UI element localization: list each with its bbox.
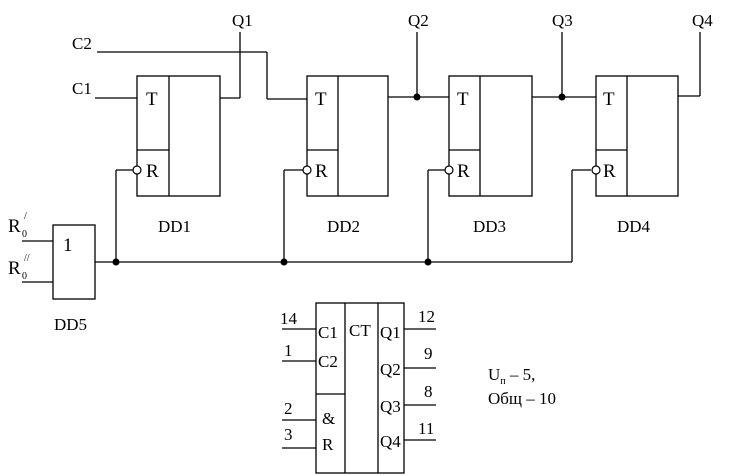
pin-number-12: 12 (418, 307, 435, 326)
junction-reset-2 (280, 258, 288, 266)
label-r0-dprime-sub: 0 (22, 271, 27, 282)
flipflop-dd2: T R (302, 75, 389, 197)
input-r: R (322, 435, 334, 454)
output-q3: Q3 (380, 397, 401, 416)
inverting-bubble (444, 165, 454, 175)
label-c1: C1 (72, 79, 92, 98)
output-q2: Q2 (380, 360, 401, 379)
pin-t: T (315, 89, 327, 110)
label-dd4: DD4 (617, 217, 651, 236)
label-dd1: DD1 (158, 217, 191, 236)
pin-number-8: 8 (424, 382, 433, 401)
junction-q2 (413, 93, 421, 101)
label-r0-dprime: R (8, 258, 21, 279)
input-c2: C2 (318, 352, 338, 371)
label-r0-prime-sub: 0 (22, 229, 27, 240)
label-dd3: DD3 (473, 217, 506, 236)
label-dd2: DD2 (327, 217, 360, 236)
pin-number-1: 1 (284, 341, 293, 360)
label-c2: C2 (72, 34, 92, 53)
output-q1: Q1 (380, 323, 401, 342)
junction-reset-1 (112, 258, 120, 266)
inverting-bubble (132, 165, 142, 175)
gate-dd5: 1 (52, 224, 96, 300)
flipflop-dd4: T R (591, 75, 679, 197)
pin-number-3: 3 (284, 425, 293, 444)
power-note-line2: Общ – 10 (488, 389, 556, 408)
counter-ic: CT 14 1 2 3 C1 C2 & R Q1 Q2 Q3 Q4 12 9 8… (280, 302, 436, 474)
pin-r: R (603, 161, 616, 182)
inverting-bubble (302, 165, 312, 175)
input-c1: C1 (318, 323, 338, 342)
label-q4: Q4 (692, 11, 713, 30)
power-note-line1: Uп – 5, (488, 365, 535, 387)
label-r0-prime-mark: / (24, 211, 27, 222)
label-q1: Q1 (232, 11, 253, 30)
inverting-bubble (591, 165, 601, 175)
label-r0-dprime-mark: // (24, 253, 30, 264)
output-q4: Q4 (380, 432, 401, 451)
pin-number-2: 2 (284, 399, 293, 418)
pin-t: T (146, 89, 158, 110)
label-q3: Q3 (552, 11, 573, 30)
pin-number-9: 9 (424, 344, 433, 363)
pin-t: T (457, 89, 469, 110)
pin-t: T (603, 89, 615, 110)
label-q2: Q2 (408, 11, 429, 30)
label-dd5: DD5 (54, 315, 87, 334)
label-r0-prime: R (8, 216, 21, 237)
gate-symbol: 1 (63, 235, 73, 256)
junction-q3 (558, 93, 566, 101)
pin-r: R (315, 161, 328, 182)
pin-r: R (457, 161, 470, 182)
ct-label: CT (349, 321, 371, 340)
pin-number-11: 11 (418, 419, 434, 438)
pin-r: R (146, 161, 159, 182)
input-and: & (322, 409, 335, 428)
junction-reset-3 (424, 258, 432, 266)
pin-number-14: 14 (280, 309, 298, 328)
flipflop-dd3: T R (444, 75, 533, 197)
flipflop-dd1: T R (132, 75, 221, 197)
